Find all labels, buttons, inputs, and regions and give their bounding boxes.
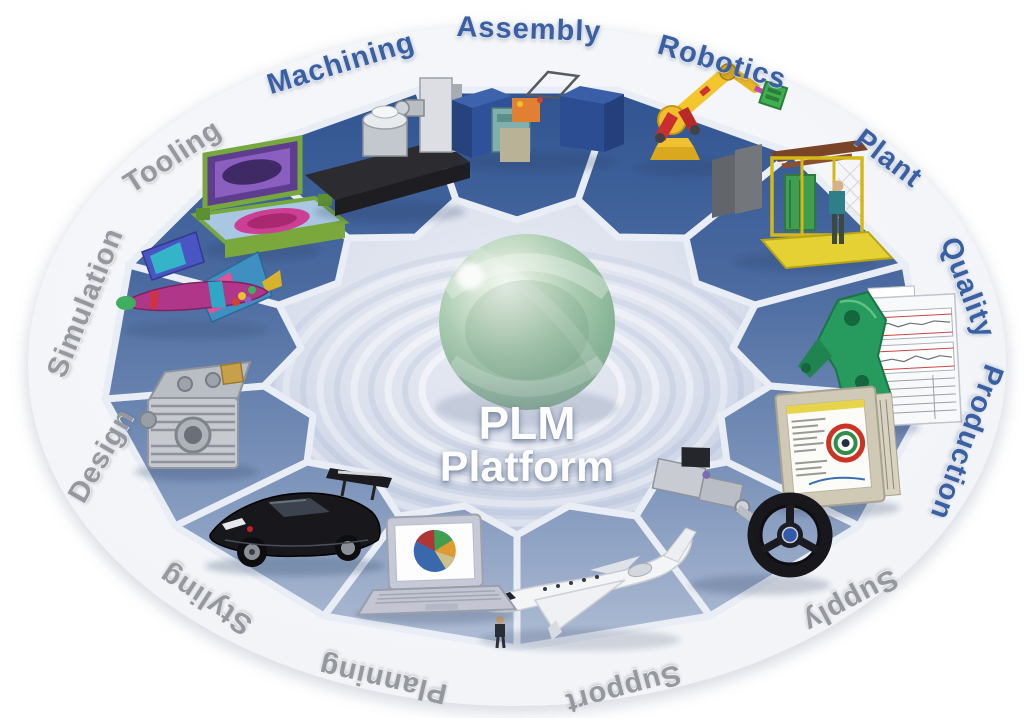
mold-die-icon	[190, 135, 350, 260]
assembly-station-icon	[452, 70, 624, 172]
machine-tool-icon	[305, 77, 470, 223]
engine-block-icon	[134, 360, 258, 481]
green-sphere-icon	[435, 234, 619, 428]
robot-arm-icon	[635, 63, 789, 177]
fea-aircraft-icon	[116, 231, 282, 339]
production-monitor-icon	[774, 385, 901, 517]
steering-assembly-icon	[651, 447, 833, 595]
business-jet-icon	[476, 527, 697, 651]
sports-car-icon	[205, 468, 392, 576]
work-cell-icon	[712, 140, 895, 272]
laptop-pie-chart-icon	[355, 513, 518, 624]
